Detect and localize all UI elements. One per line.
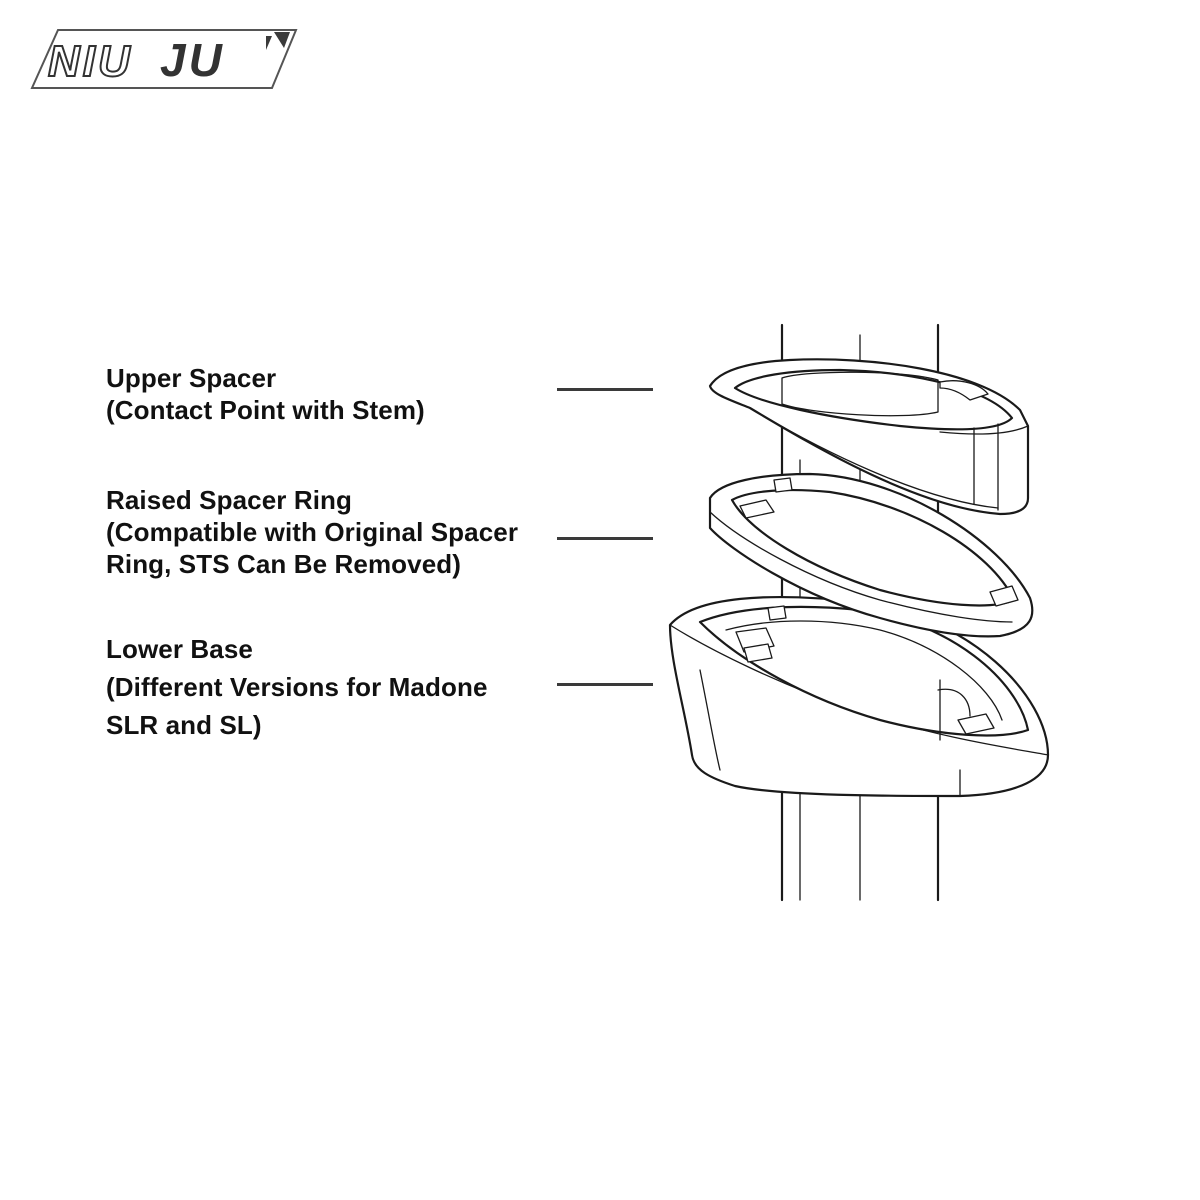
logo-text-bold: JU <box>160 34 225 86</box>
leader-line-lower-base <box>557 683 653 686</box>
lower-base-part <box>668 595 1050 798</box>
logo-text-light: NIU <box>48 37 133 86</box>
label-lower-base: Lower Base (Different Versions for Madon… <box>106 630 488 744</box>
label-upper-spacer: Upper Spacer (Contact Point with Stem) <box>106 362 425 426</box>
upper-spacer-part <box>708 358 1030 516</box>
lower-base-title: Lower Base <box>106 634 253 664</box>
lower-base-detail-1: (Different Versions for Madone <box>106 672 488 702</box>
headset-spacer-exploded-diagram <box>668 323 1050 902</box>
upper-spacer-detail: (Contact Point with Stem) <box>106 395 425 425</box>
raised-spacer-ring-detail-2: Ring, STS Can Be Removed) <box>106 549 461 579</box>
label-raised-spacer-ring: Raised Spacer Ring (Compatible with Orig… <box>106 484 518 580</box>
leader-line-raised-spacer-ring <box>557 537 653 540</box>
leader-line-upper-spacer <box>557 388 653 391</box>
raised-spacer-ring-part <box>708 472 1034 638</box>
lower-base-detail-2: SLR and SL) <box>106 710 262 740</box>
niuju-logo: NIU JU <box>30 29 298 89</box>
raised-spacer-ring-detail-1: (Compatible with Original Spacer <box>106 517 519 547</box>
raised-spacer-ring-title: Raised Spacer Ring <box>106 485 352 515</box>
upper-spacer-title: Upper Spacer <box>106 363 277 393</box>
